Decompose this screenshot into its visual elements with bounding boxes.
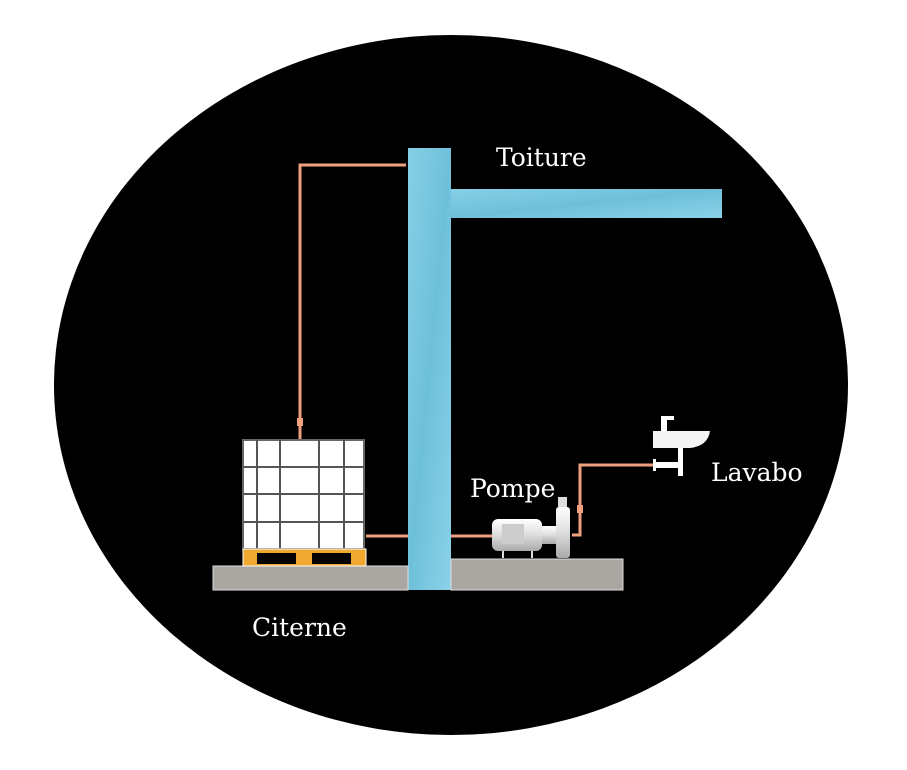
water-tank: [242, 439, 367, 567]
pipe-fitting: [297, 418, 303, 426]
roof-downpipe: [298, 163, 406, 440]
label-tank: Citerne: [252, 613, 347, 642]
ground-right: [450, 558, 624, 591]
sink: [653, 416, 710, 476]
pipes: [297, 163, 655, 538]
roof: [451, 189, 722, 218]
label-pump: Pompe: [470, 474, 555, 503]
ground-left: [212, 565, 409, 591]
wall: [408, 148, 451, 590]
pump-outlet-pipe: [572, 463, 655, 537]
pump: [492, 497, 570, 558]
label-sink: Lavabo: [711, 458, 803, 487]
pipe-fitting: [577, 505, 583, 513]
label-roof: Toiture: [496, 143, 587, 172]
